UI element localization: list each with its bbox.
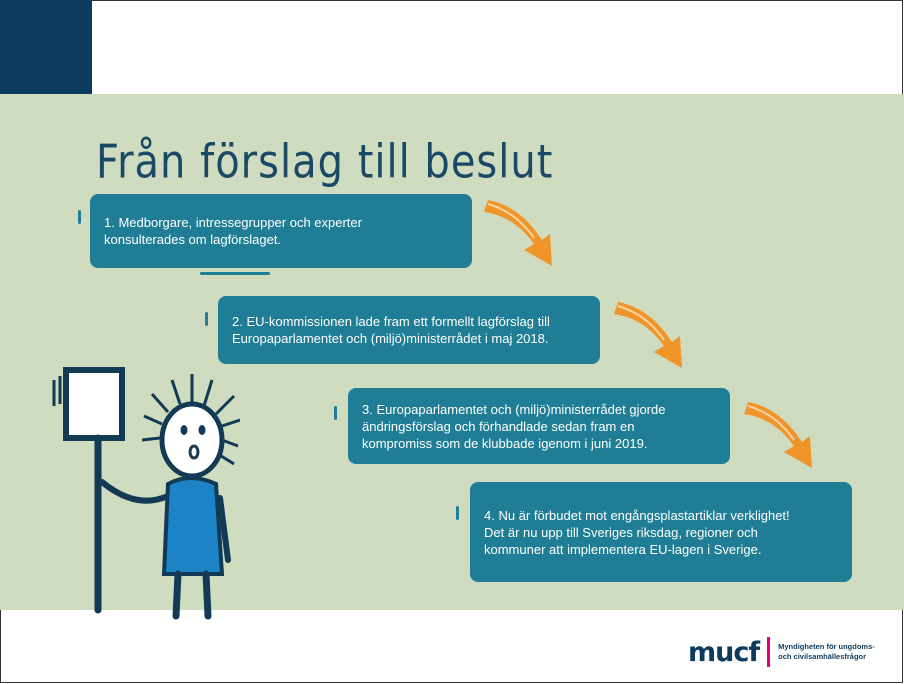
accent-underline — [200, 272, 270, 275]
mucf-logo: mucf Myndigheten för ungdoms- och civils… — [688, 632, 875, 672]
accent-mark — [205, 312, 208, 326]
slide-title: Från förslag till beslut — [96, 136, 554, 189]
person-illustration — [52, 367, 240, 620]
step-box-3: 3. Europaparlamentet och (miljö)minister… — [348, 388, 730, 464]
arrow-icon — [614, 302, 682, 368]
step-text-3: 3. Europaparlamentet och (miljö)minister… — [362, 401, 666, 451]
step-text-2: 2. EU-kommissionen lade fram ett formell… — [232, 314, 550, 346]
accent-mark — [78, 210, 81, 224]
accent-mark — [456, 506, 459, 520]
arrow-icon — [744, 402, 812, 468]
corner-block — [0, 0, 92, 94]
logo-divider — [767, 637, 771, 667]
step-box-4: 4. Nu är förbudet mot engångsplastartikl… — [470, 482, 852, 582]
step-box-1: 1. Medborgare, intressegrupper och exper… — [90, 194, 472, 268]
arrow-icon — [484, 200, 552, 266]
step-text-4: 4. Nu är förbudet mot engångsplastartikl… — [484, 507, 790, 557]
logo-wordmark: mucf — [688, 636, 760, 668]
step-text-1: 1. Medborgare, intressegrupper och exper… — [104, 215, 362, 247]
accent-mark — [334, 406, 337, 420]
logo-tagline: Myndigheten för ungdoms- och civilsamhäl… — [778, 642, 875, 661]
step-box-2: 2. EU-kommissionen lade fram ett formell… — [218, 296, 600, 364]
